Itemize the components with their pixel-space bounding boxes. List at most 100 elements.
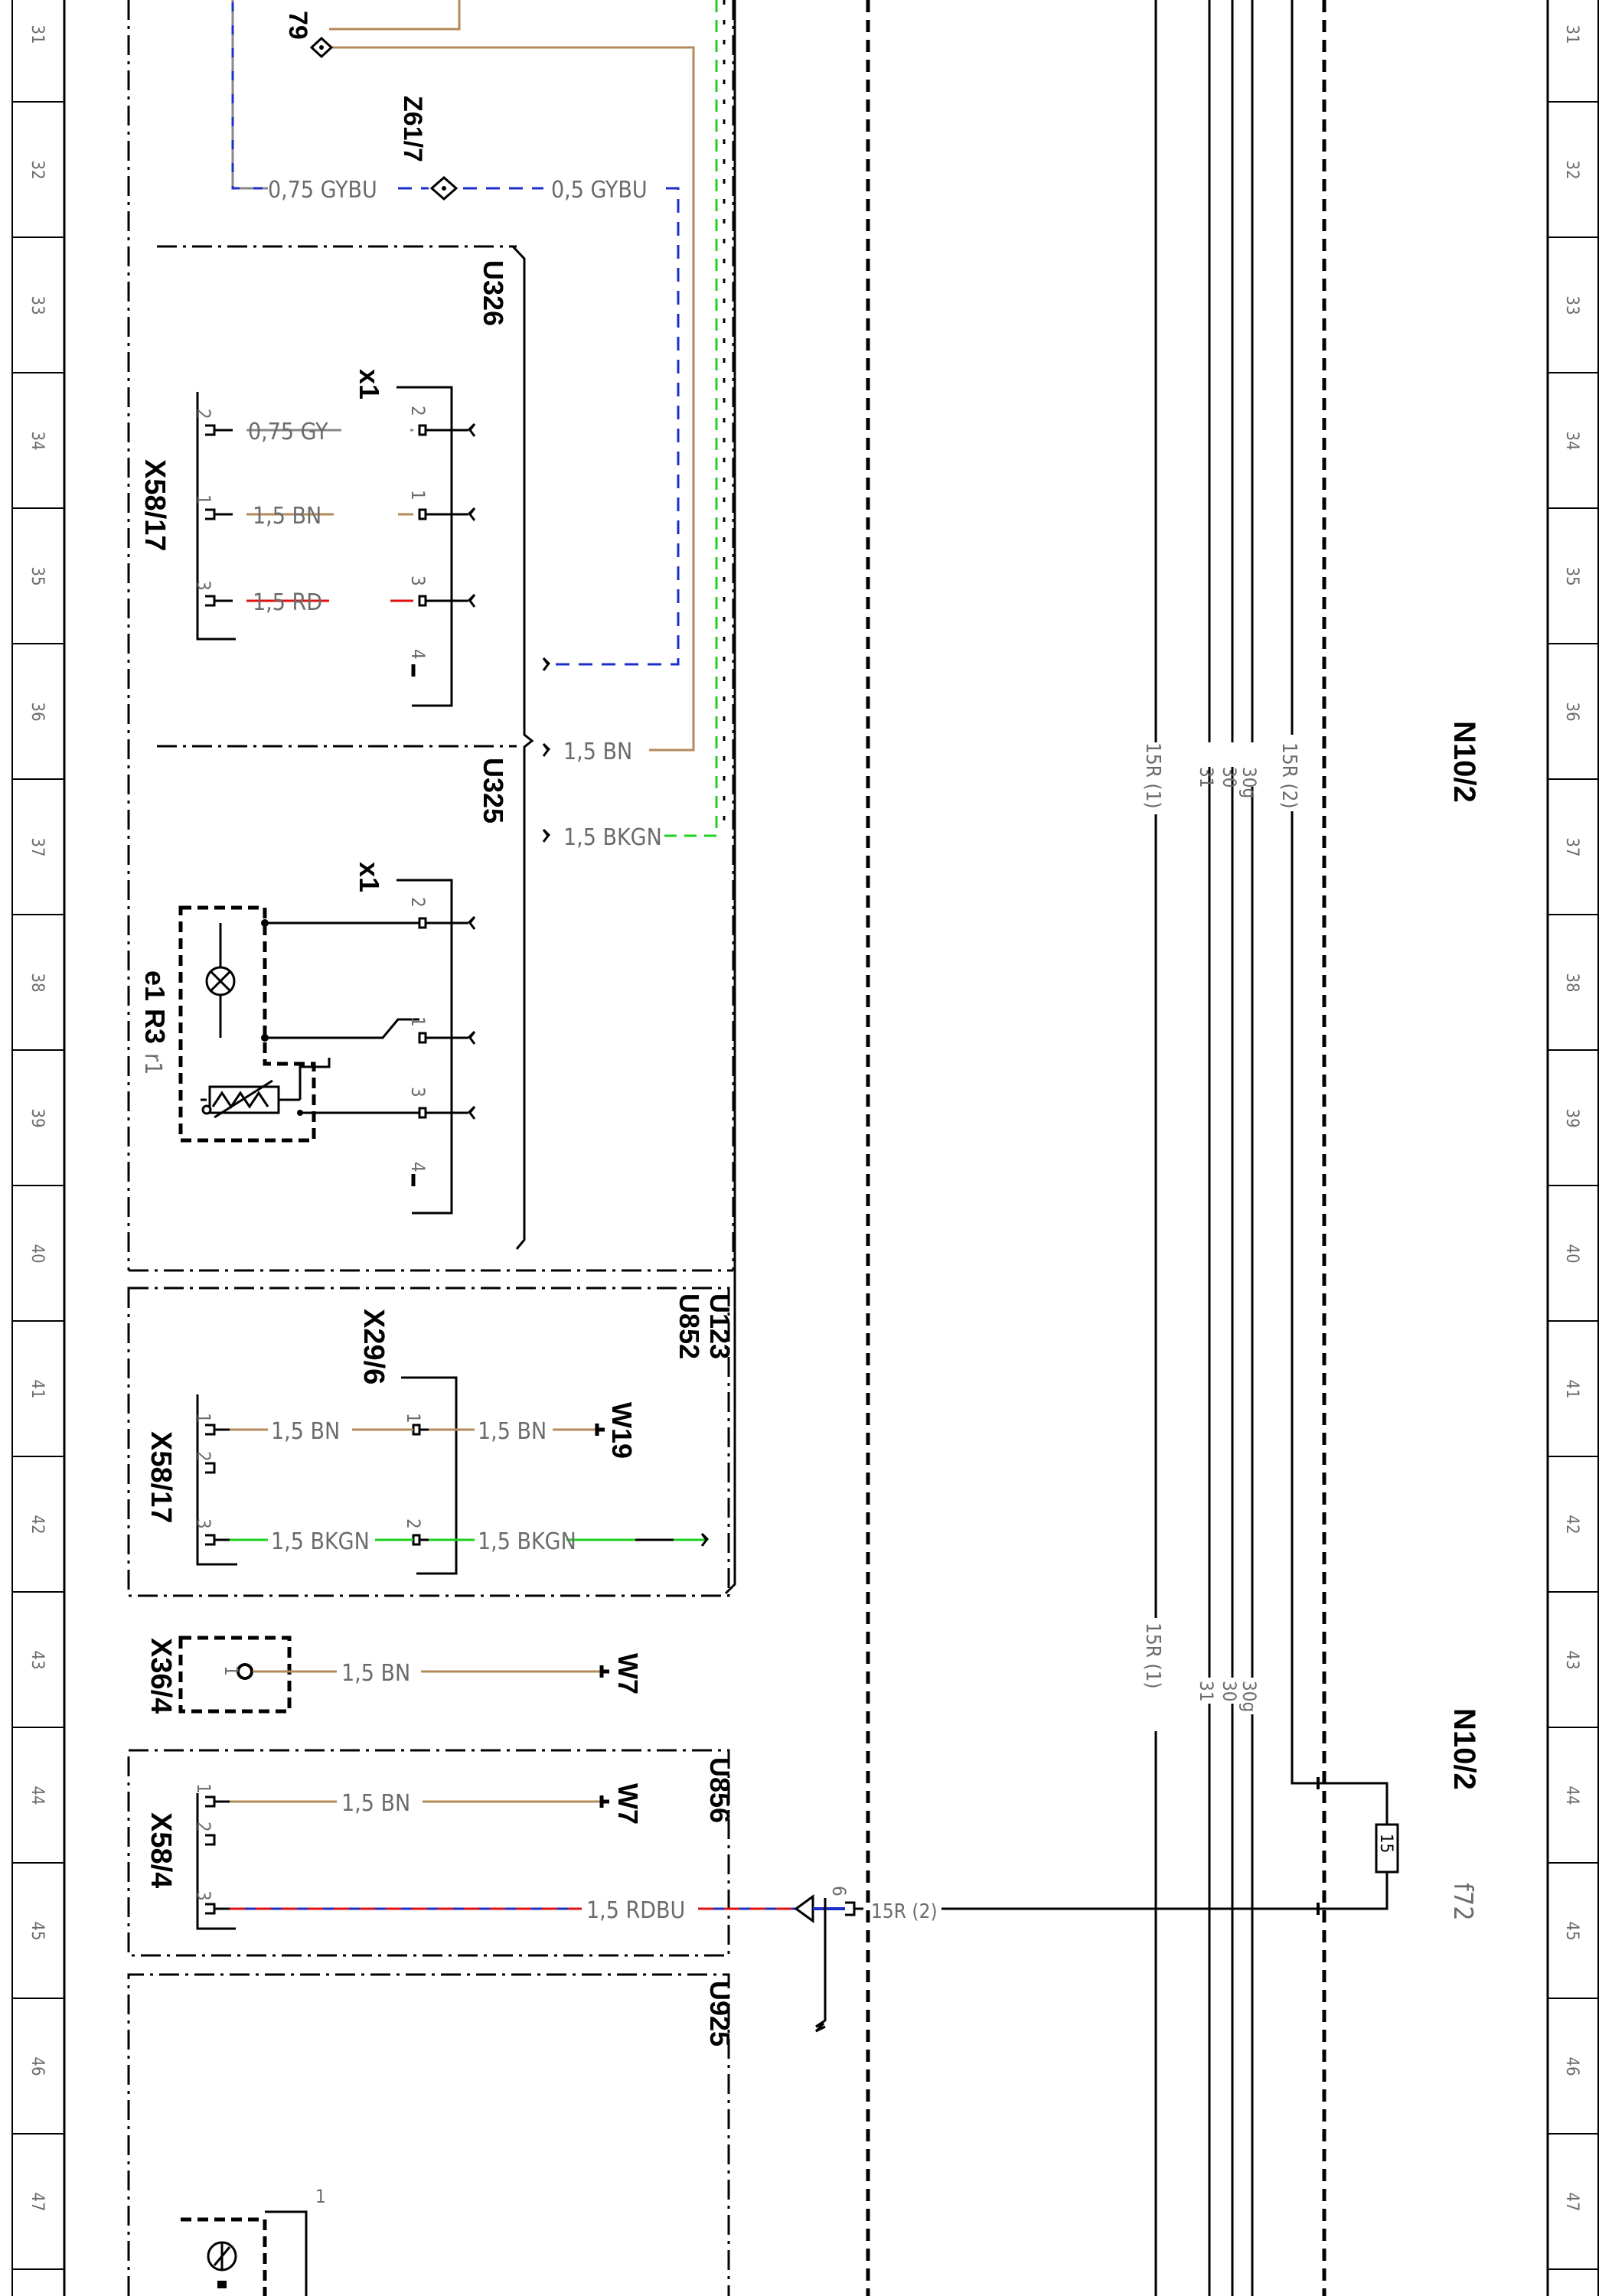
wire-label-gybu-05: 0,5 GYBU (551, 177, 648, 204)
ruler-tick-label: 44 (1562, 1786, 1581, 1805)
pin-label: 1 (407, 490, 429, 501)
ground-label-w7-a: W7 (612, 1653, 644, 1694)
component-label-e1-r3: e1 R3 (139, 970, 171, 1044)
wire-label-rd-15: 1,5 RD (253, 589, 322, 616)
module-label-u123: U123 (704, 1293, 736, 1359)
pin-label: 3 (193, 1890, 214, 1901)
wire-label-bkgn-15-b: 1,5 BKGN (271, 1528, 370, 1555)
pin-label: 1 (407, 1016, 429, 1027)
ground-label-w7-b: W7 (612, 1783, 644, 1825)
ruler-tick-label: 36 (28, 702, 47, 721)
x29-6-housing (401, 1376, 458, 1575)
ruler-tick-label: 31 (1562, 24, 1581, 44)
wire-label-bkgn-15-a: 1,5 BKGN (563, 824, 662, 851)
u326-frame (157, 245, 517, 748)
ruler-tick-label: 44 (28, 1786, 47, 1805)
ruler-tick-label: 45 (1562, 1921, 1581, 1940)
ruler-tick-label: 38 (1562, 973, 1581, 992)
ruler-tick-label: 43 (28, 1650, 47, 1669)
pin-label: 1 (220, 1665, 242, 1676)
w19-ground (595, 1424, 605, 1436)
top-wires (231, 0, 726, 837)
bus-label-30g-mid: 30g (1238, 1681, 1260, 1712)
ruler-tick-label: 42 (28, 1515, 47, 1534)
pin-label: 1 (193, 494, 214, 505)
x58-4-connector (196, 1793, 236, 1930)
ruler-tick-label: 32 (1562, 160, 1581, 179)
pin-label: 1 (315, 2186, 326, 2207)
ruler-tick-label: 37 (1562, 837, 1581, 856)
module-label-n10-2-top: N10/2 (1447, 721, 1481, 803)
ruler-tick-label: 33 (1562, 295, 1581, 315)
ground-label-w19: W19 (606, 1402, 638, 1459)
ruler-tick-label: 36 (1562, 702, 1581, 721)
ruler-tick-label: 46 (28, 2056, 47, 2076)
ruler-tick-label: 43 (1562, 1650, 1581, 1669)
ruler-tick-label: 33 (28, 295, 47, 315)
ruler-tick-label: 40 (28, 1244, 47, 1263)
module-label-u925: U925 (704, 1981, 736, 2047)
ruler-tick-label: 42 (1562, 1515, 1581, 1534)
x1-bottom-pins (411, 915, 476, 1186)
splice-label-top: 79 (283, 11, 312, 40)
ruler-tick-label: 39 (1562, 1108, 1581, 1127)
connector-label-x1-top: x1 (354, 369, 385, 400)
ruler-tick-label: 47 (1562, 2192, 1581, 2211)
bus-label-15r2-top: 15R (2) (1278, 742, 1300, 809)
bus-label-30-mid: 30 (1219, 1681, 1240, 1701)
wire-label-bn-15-d: 1,5 BN (478, 1418, 547, 1445)
pin-label: 2 (193, 1451, 214, 1462)
ruler-tick-label: 34 (28, 431, 47, 450)
wire-label-bn-15-b: 1,5 BN (563, 739, 632, 765)
wire-label-gy-075: 0,75 GY (248, 419, 328, 445)
outer-solid-border (724, 0, 736, 1595)
pin-label: 3 (193, 1518, 214, 1529)
pin-label: 6 (828, 1886, 850, 1896)
connector-label-x58-17-top: X58/17 (139, 459, 171, 551)
fuse-f72 (1317, 1777, 1399, 1915)
module-label-n10-2-bottom: N10/2 (1447, 1708, 1481, 1790)
pin-label: 4 (407, 1162, 429, 1172)
pin-label: 1 (193, 1413, 214, 1424)
x29-6-pins (412, 1424, 429, 1546)
ruler-tick-label: 35 (28, 566, 47, 585)
ruler-tick-label: 45 (28, 1921, 47, 1940)
w7-ground-b (599, 1795, 609, 1808)
ruler-tick-label: 37 (28, 837, 47, 856)
wire-label-bn-15-a: 1,5 BN (253, 503, 321, 530)
wire-label-15r-2: 15R (2) (871, 1900, 938, 1923)
wire-label-rdbu-15: 1,5 RDBU (586, 1897, 685, 1924)
x58-17-low-connector (196, 1394, 237, 1566)
ruler-tick-label: 47 (28, 2192, 47, 2211)
pin-label: 2 (407, 897, 429, 908)
x1-housing-bottom (396, 879, 453, 1215)
ruler-tick-label: 38 (28, 973, 47, 992)
wire-label-bn-15-f: 1,5 BN (341, 1790, 410, 1817)
ruler-tick-label: 32 (28, 160, 47, 179)
connector-label-x36-4: X36/4 (145, 1638, 177, 1714)
wire-label-bkgn-15-c: 1,5 BKGN (478, 1528, 576, 1555)
u326-u325-brace (511, 245, 534, 1250)
bus-label-15r1-top: 15R (1) (1141, 742, 1164, 809)
ruler-tick-label: 40 (1562, 1244, 1581, 1263)
connector-label-x29-6: X29/6 (357, 1309, 390, 1384)
ruler-tick-label: 31 (28, 24, 47, 44)
connector-label-x58-17-low: X58/17 (145, 1431, 177, 1523)
pin-label: 1 (193, 1783, 214, 1794)
wire-label-bn-15-e: 1,5 BN (341, 1660, 410, 1687)
ruler-tick-label: 39 (28, 1108, 47, 1127)
pin-label: 2 (193, 409, 214, 419)
wire-label-bn-15-c: 1,5 BN (271, 1418, 340, 1445)
e1-r3-component (178, 905, 419, 1143)
bus-label-31-top: 31 (1196, 767, 1217, 788)
triangle-connector (794, 1894, 814, 1923)
ruler-tick-label: 34 (1562, 431, 1581, 450)
module-label-u856: U856 (704, 1757, 736, 1823)
pin-label: 2 (193, 1821, 214, 1832)
u925-frame (127, 1973, 730, 2296)
